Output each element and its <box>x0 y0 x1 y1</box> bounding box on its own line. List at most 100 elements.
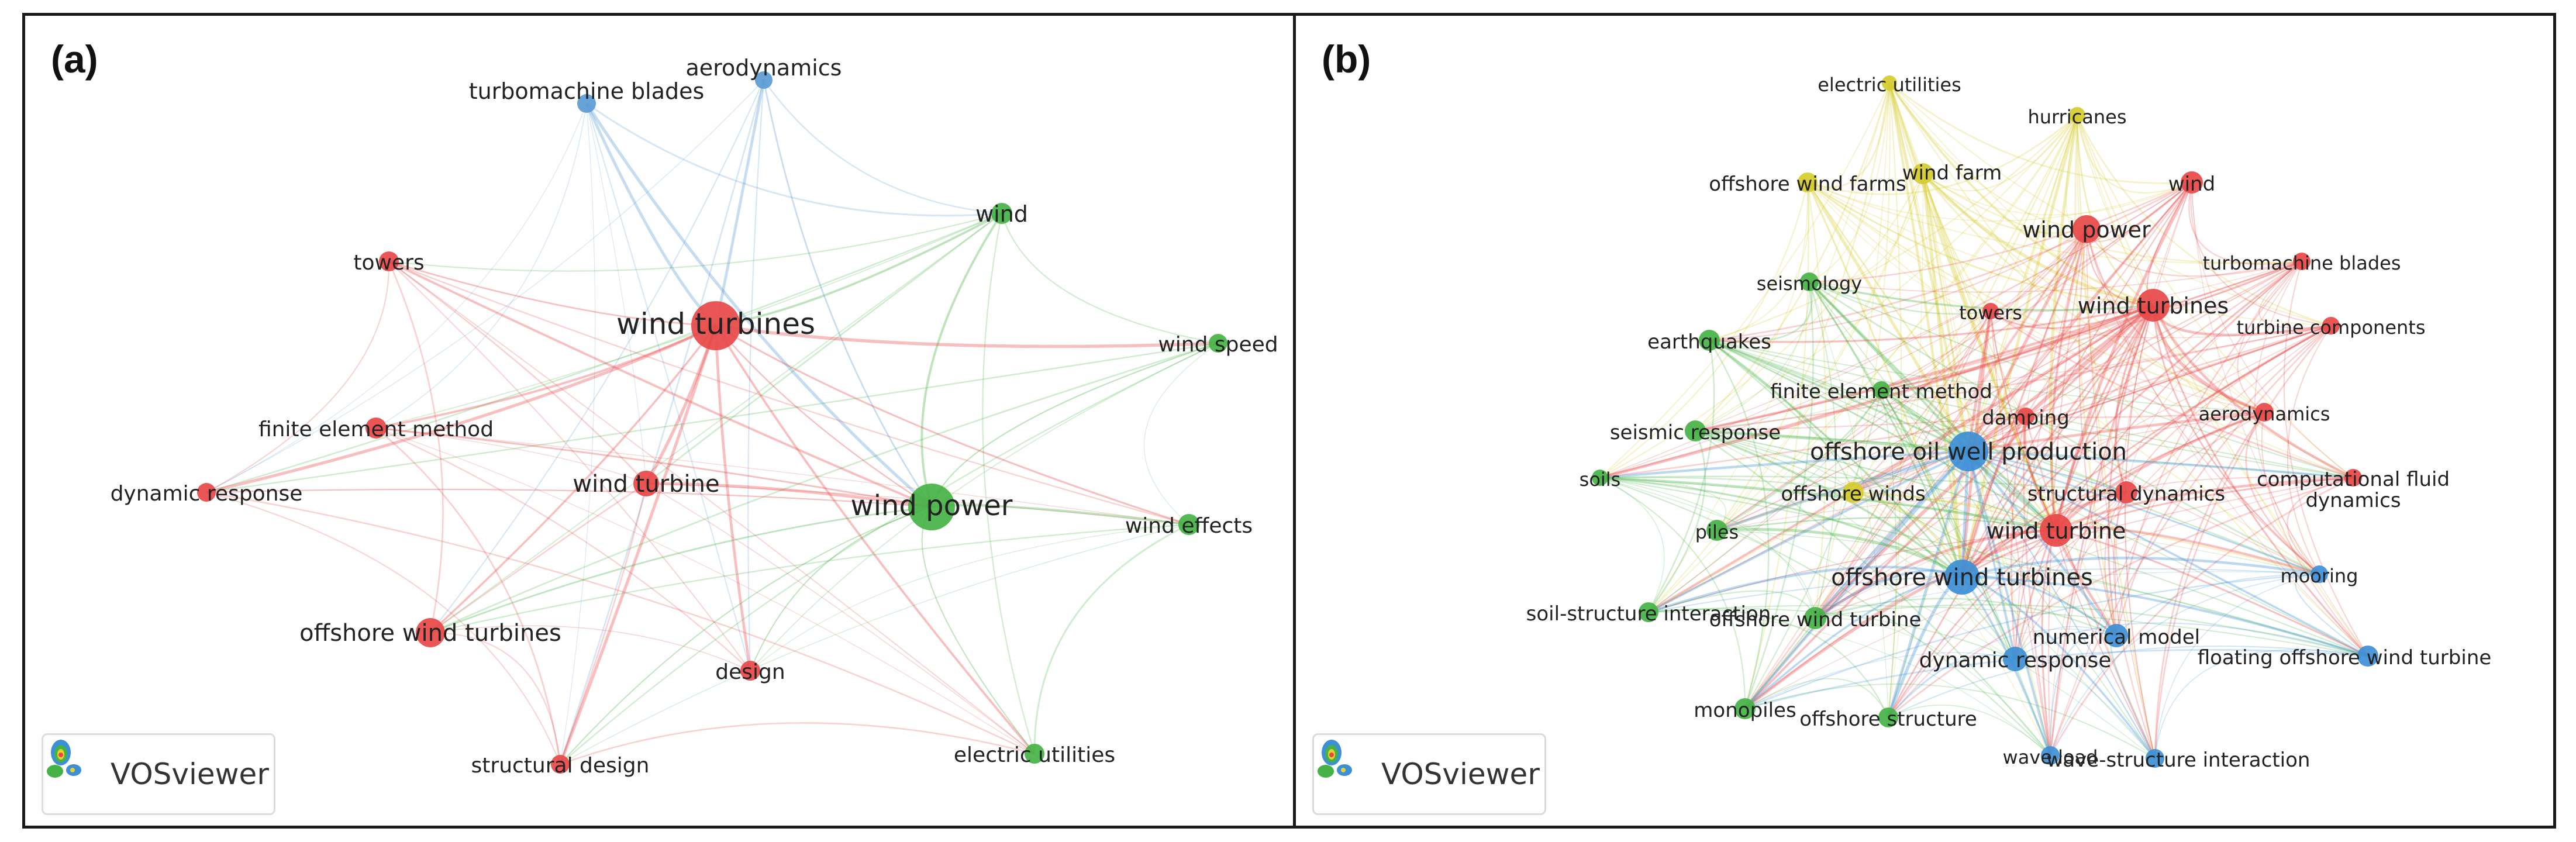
node-circle[interactable] <box>1872 381 1890 399</box>
node-circle[interactable] <box>1706 520 1727 541</box>
network-node[interactable]: soils <box>1580 468 1621 491</box>
node-circle[interactable] <box>2041 746 2060 765</box>
network-node[interactable]: earthquakes <box>1647 330 1771 354</box>
network-node[interactable]: finite element method <box>258 417 494 441</box>
node-circle[interactable] <box>1843 482 1864 503</box>
node-circle[interactable] <box>1982 303 1999 319</box>
network-node[interactable]: aerodynamics <box>686 55 842 89</box>
network-node[interactable]: wind <box>2168 171 2215 196</box>
network-node[interactable]: wind effects <box>1125 514 1253 538</box>
node-circle[interactable] <box>1734 698 1756 719</box>
node-circle[interactable] <box>379 251 399 271</box>
network-node[interactable]: wave load <box>2003 746 2098 768</box>
node-circle[interactable] <box>2146 749 2164 768</box>
node-circle[interactable] <box>1944 560 1980 595</box>
node-circle[interactable] <box>2137 289 2170 322</box>
network-node[interactable]: offshore wind turbines <box>1831 560 2093 595</box>
node-circle[interactable] <box>2040 514 2072 547</box>
network-node[interactable]: wind speed <box>1158 333 1278 357</box>
network-node[interactable]: finite element method <box>1770 380 1992 403</box>
network-node[interactable]: seismic response <box>1610 420 1781 444</box>
network-node[interactable]: offshore oil well production <box>1810 432 2127 471</box>
node-circle[interactable] <box>1699 330 1720 351</box>
node-circle[interactable] <box>2322 317 2340 334</box>
network-node[interactable]: wind power <box>2022 215 2151 243</box>
network-node[interactable]: seismology <box>1757 272 1862 295</box>
node-circle[interactable] <box>1209 334 1227 353</box>
network-edge <box>388 261 751 671</box>
network-node[interactable]: towers <box>1959 302 2022 324</box>
node-circle[interactable] <box>1949 432 1988 471</box>
node-circle[interactable] <box>1882 75 1897 91</box>
network-node[interactable]: turbomachine blades <box>469 78 705 113</box>
node-circle[interactable] <box>991 203 1012 224</box>
network-node[interactable]: structural design <box>471 754 650 778</box>
network-node[interactable]: wind turbine <box>573 471 720 498</box>
network-node[interactable]: dynamic response <box>111 482 303 506</box>
node-circle[interactable] <box>1639 602 1658 622</box>
node-circle[interactable] <box>2255 403 2274 422</box>
node-circle[interactable] <box>2293 253 2311 270</box>
network-node[interactable]: offshore structure <box>1799 708 1977 731</box>
network-node[interactable]: turbomachine blades <box>2202 252 2401 274</box>
network-node[interactable]: numerical model <box>2033 624 2200 649</box>
node-circle[interactable] <box>2072 215 2101 243</box>
network-node[interactable]: wave-structure interaction <box>2047 748 2311 772</box>
node-circle[interactable] <box>1798 172 1818 192</box>
network-node[interactable]: aerodynamics <box>2199 403 2330 425</box>
network-node[interactable]: damping <box>1982 406 2070 430</box>
network-node[interactable]: monopiles <box>1694 698 1796 722</box>
node-circle[interactable] <box>577 94 596 113</box>
network-node[interactable]: towers <box>353 251 424 275</box>
node-circle[interactable] <box>2115 481 2137 503</box>
network-node[interactable]: offshore wind turbines <box>299 618 561 647</box>
network-node[interactable]: electric utilities <box>954 743 1115 767</box>
network-node[interactable]: wind turbines <box>2078 289 2229 322</box>
network-node[interactable]: wind turbine <box>1987 514 2126 547</box>
network-edge <box>206 80 764 493</box>
network-node[interactable]: design <box>715 660 785 684</box>
network-node[interactable]: hurricanes <box>2027 106 2126 128</box>
network-node[interactable]: mooring <box>2281 565 2358 587</box>
node-circle[interactable] <box>2311 565 2328 583</box>
node-circle[interactable] <box>1178 514 1199 535</box>
network-node[interactable]: piles <box>1695 520 1739 543</box>
network-node[interactable]: soil-structure interaction <box>1526 602 1771 626</box>
node-circle[interactable] <box>1804 607 1826 629</box>
network-node[interactable]: wind turbines <box>616 301 815 350</box>
network-node[interactable]: offshore wind farms <box>1709 172 1906 196</box>
node-circle[interactable] <box>691 301 740 350</box>
network-node[interactable]: wind <box>975 201 1028 227</box>
network-node[interactable]: turbine components <box>2236 316 2425 339</box>
node-circle[interactable] <box>908 484 955 530</box>
node-circle[interactable] <box>1878 708 1898 727</box>
node-circle[interactable] <box>551 755 570 774</box>
node-circle[interactable] <box>197 483 216 502</box>
node-circle[interactable] <box>2017 408 2034 425</box>
node-circle[interactable] <box>755 71 773 89</box>
node-circle[interactable] <box>2357 646 2378 667</box>
node-circle[interactable] <box>365 417 387 439</box>
node-circle[interactable] <box>1592 470 1608 486</box>
network-node[interactable]: wind farm <box>1902 161 2002 185</box>
network-node[interactable]: dynamic response <box>1919 647 2112 672</box>
node-circle[interactable] <box>2181 171 2203 194</box>
node-circle[interactable] <box>1685 420 1706 441</box>
node-circle[interactable] <box>2003 647 2027 671</box>
network-node[interactable]: offshore winds <box>1781 482 1926 506</box>
node-circle[interactable] <box>740 661 760 681</box>
node-circle[interactable] <box>633 471 659 496</box>
network-node[interactable]: structural dynamics <box>2027 481 2225 506</box>
network-node[interactable]: offshore wind turbine <box>1709 607 1922 632</box>
node-circle[interactable] <box>2105 624 2128 647</box>
network-node[interactable]: floating offshore wind turbine <box>2198 646 2492 670</box>
network-node[interactable]: electric utilities <box>1818 74 1961 96</box>
node-circle[interactable] <box>1912 163 1933 184</box>
network-node[interactable]: wind power <box>850 484 1013 530</box>
node-circle[interactable] <box>2069 107 2085 123</box>
node-circle[interactable] <box>1025 744 1044 764</box>
node-circle[interactable] <box>2344 469 2362 486</box>
node-circle[interactable] <box>1800 272 1819 291</box>
node-circle[interactable] <box>416 618 445 647</box>
